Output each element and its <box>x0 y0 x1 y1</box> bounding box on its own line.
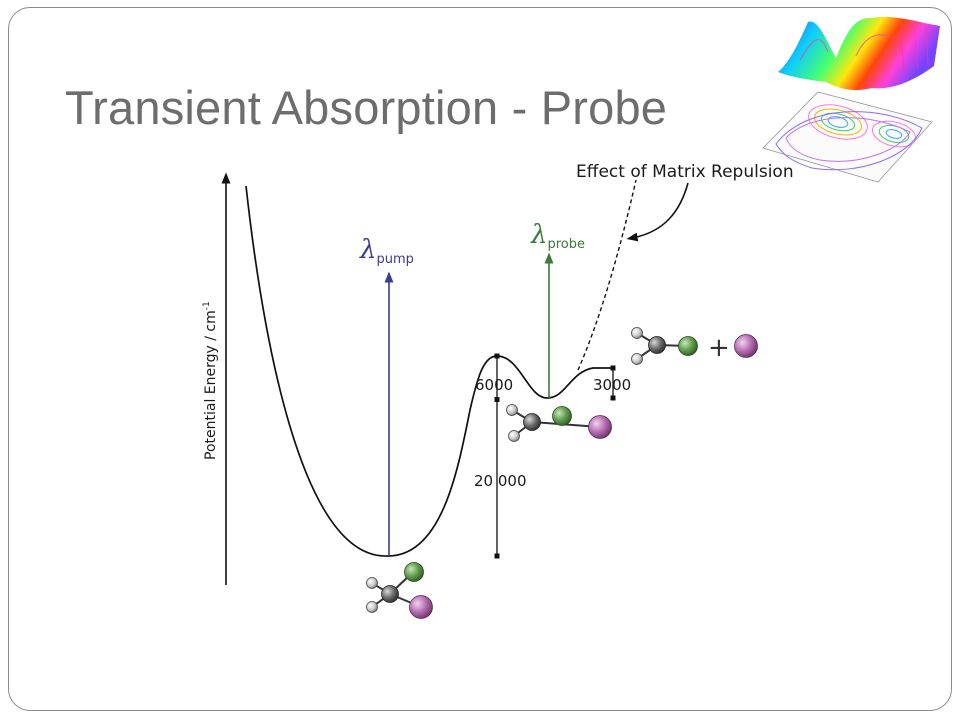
matrix-repulsion-label: Effect of Matrix Repulsion <box>576 162 794 182</box>
energy-scale-bars <box>494 353 616 559</box>
plus-sign: + <box>708 333 730 363</box>
probe-label: λprobe <box>530 220 585 252</box>
slide-title: Transient Absorption - Probe <box>65 81 668 134</box>
potential-surface-thumbnail <box>762 16 940 183</box>
molecule-bound <box>366 562 433 619</box>
matrix-pointer-arrow <box>626 182 689 242</box>
y-axis-label: Potential Energy / cm-1 <box>202 301 219 460</box>
molecule-intermediate <box>506 404 612 442</box>
potential-energy-curve <box>245 185 614 557</box>
well-energy-label: 20 000 <box>474 472 527 490</box>
exit-energy-label: 3000 <box>593 376 631 394</box>
matrix-repulsion-curve <box>577 179 637 371</box>
barrier-energy-label: 6000 <box>475 376 513 394</box>
pump-label: λpump <box>359 235 414 267</box>
molecule-products <box>631 327 758 365</box>
